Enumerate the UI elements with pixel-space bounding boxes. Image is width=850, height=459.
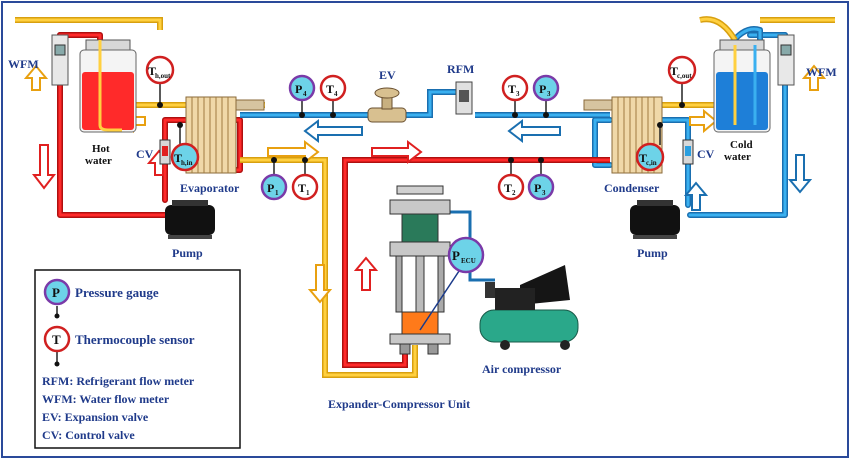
sensor-t1: T 1	[291, 157, 319, 201]
sensor-t2-sub: 2	[512, 189, 516, 197]
sensor-t3-sub: 3	[516, 90, 520, 98]
sensor-tc-out: T c,out	[667, 55, 697, 108]
sensor-t2-main: T	[504, 181, 512, 195]
cv-left-valve	[159, 139, 171, 165]
sensor-tc-in-main: T	[639, 151, 647, 165]
cv-right-valve	[682, 139, 694, 165]
sensor-p3-bottom: P 3	[527, 157, 555, 201]
legend-pressure-letter: P	[52, 285, 60, 300]
sensor-tc-out-main: T	[670, 64, 678, 78]
sensor-t1-sub: 1	[306, 189, 310, 197]
legend-abbr-ev: EV: Expansion valve	[42, 410, 149, 424]
cv-left-label: CV	[136, 147, 154, 161]
pump-left-label: Pump	[172, 246, 203, 260]
sensor-p3-bottom-sub: 3	[542, 189, 546, 197]
sensor-t3: T 3	[501, 74, 529, 118]
sensor-pecu-main: P	[452, 248, 460, 263]
sensor-p3-top-main: P	[539, 82, 546, 96]
cold-water-tank	[713, 39, 771, 133]
ecu-label: Expander-Compressor Unit	[328, 397, 470, 411]
sensor-t1-main: T	[298, 181, 306, 195]
sensor-p1-sub: 1	[275, 189, 279, 197]
cold-water-label: Cold water	[724, 139, 755, 163]
legend-pressure-symbol: P	[43, 278, 71, 319]
legend-box: P Pressure gauge T Thermocouple sensor R…	[34, 269, 241, 449]
hot-water-tank	[79, 39, 137, 133]
sensor-th-out-sub: h,out	[155, 72, 171, 80]
sensor-th-in-sub: h,in	[181, 159, 193, 167]
wfm-left-label: WFM	[8, 57, 39, 71]
pump-right-label: Pump	[637, 246, 668, 260]
sensor-p4: P 4	[288, 74, 316, 118]
sensor-tc-in-sub: c,in	[646, 159, 657, 167]
legend-pressure-label: Pressure gauge	[75, 285, 159, 300]
expansion-valve	[367, 87, 407, 123]
air-compressor	[479, 265, 579, 350]
sensor-tc-in: T c,in	[635, 122, 665, 172]
pecu-callout	[419, 261, 466, 331]
wfm-left-meter	[51, 34, 69, 86]
pump-left	[165, 200, 215, 239]
expander-compressor-unit	[389, 185, 451, 355]
ev-label: EV	[379, 68, 396, 82]
sensor-th-out-main: T	[148, 64, 156, 78]
sensor-pecu: P ECU	[447, 236, 485, 274]
sensor-t4: T 4	[319, 74, 347, 118]
cold-water-label-1: Cold	[730, 139, 753, 151]
cv-right-label: CV	[697, 147, 715, 161]
cold-water-label-2: water	[724, 151, 751, 163]
sensor-p3-top: P 3	[532, 74, 560, 118]
refrigerant-flow-meter	[455, 81, 473, 115]
sensor-t3-main: T	[508, 82, 516, 96]
sensor-tc-out-sub: c,out	[677, 72, 692, 80]
hot-water-label: Hot water	[85, 143, 112, 167]
sensor-p3-bottom-main: P	[534, 181, 541, 195]
legend-thermo-letter: T	[52, 332, 61, 347]
wfm-right-label: WFM	[806, 65, 837, 79]
legend-thermo-label: Thermocouple sensor	[75, 332, 195, 347]
evaporator-label: Evaporator	[180, 181, 240, 195]
wfm-right-meter	[777, 34, 795, 86]
rfm-label: RFM	[447, 62, 474, 76]
legend-abbr-wfm: WFM: Water flow meter	[42, 392, 170, 406]
condenser-label: Condenser	[604, 181, 660, 195]
hot-water-label-2: water	[85, 155, 112, 167]
sensor-p1-main: P	[267, 181, 274, 195]
legend-thermo-symbol: T	[43, 325, 71, 367]
sensor-t2: T 2	[497, 157, 525, 201]
sensor-pecu-sub: ECU	[461, 257, 476, 265]
sensor-p4-main: P	[295, 82, 302, 96]
legend-abbr-cv: CV: Control valve	[42, 428, 135, 442]
hot-water-label-1: Hot	[92, 143, 110, 155]
sensor-p3-top-sub: 3	[547, 90, 551, 98]
sensor-th-in-main: T	[174, 151, 182, 165]
sensor-p1: P 1	[260, 157, 288, 201]
legend-abbr-rfm: RFM: Refrigerant flow meter	[42, 374, 195, 388]
sensor-t4-sub: 4	[334, 90, 338, 98]
air-compressor-label: Air compressor	[482, 362, 562, 376]
sensor-t4-main: T	[326, 82, 334, 96]
sensor-th-out: T h,out	[145, 55, 175, 108]
pump-right	[630, 200, 680, 239]
sensor-th-in: T h,in	[170, 122, 200, 172]
sensor-p4-sub: 4	[303, 90, 307, 98]
